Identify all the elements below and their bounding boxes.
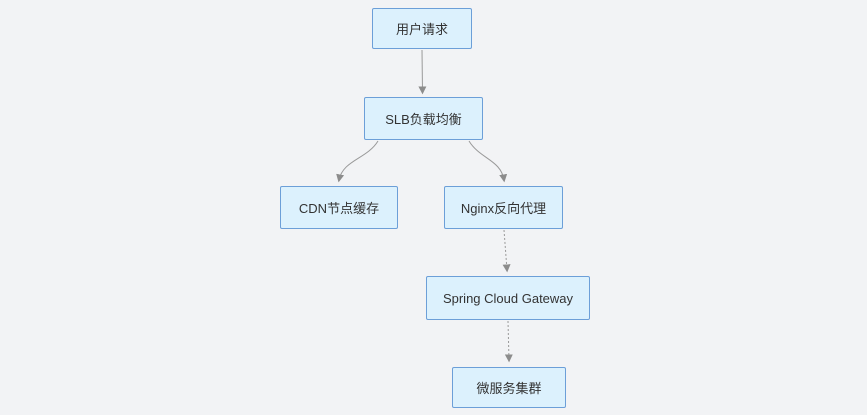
node-cdn: CDN节点缓存 (280, 186, 398, 229)
node-nginx: Nginx反向代理 (444, 186, 563, 229)
edges-group (336, 49, 513, 363)
node-gateway: Spring Cloud Gateway (426, 276, 590, 320)
node-user-request: 用户请求 (372, 8, 472, 49)
node-slb: SLB负载均衡 (364, 97, 483, 140)
edge-slb-to-cdn (336, 140, 379, 183)
edge-nginx-to-gateway (502, 229, 511, 273)
edge-slb-to-nginx (468, 140, 508, 183)
node-microservices: 微服务集群 (452, 367, 566, 408)
edge-user-request-to-slb (418, 49, 427, 95)
edge-gateway-to-microservices (504, 320, 513, 363)
